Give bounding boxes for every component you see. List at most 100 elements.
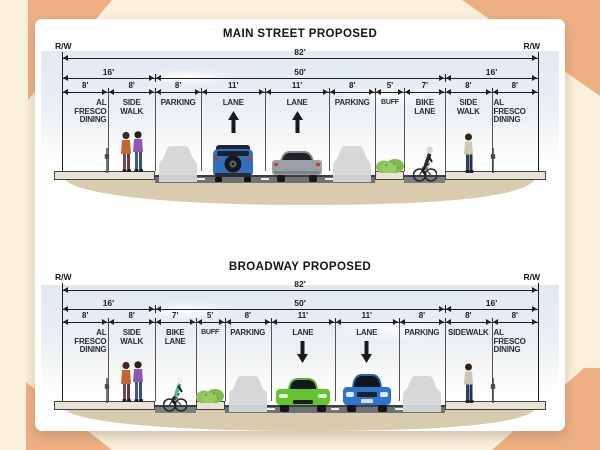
cyclist-icon xyxy=(412,144,437,182)
group-dimension-arrowhead xyxy=(63,306,68,312)
group-dimension-line xyxy=(154,309,446,310)
segment-dimension-arrowhead xyxy=(271,319,277,325)
lane-marking xyxy=(261,178,270,180)
segment-dimension-arrowhead xyxy=(63,89,68,95)
segment-dimension-label: 8' xyxy=(465,311,472,320)
segment-dimension-arrowhead xyxy=(148,319,154,325)
segment-dimension-arrowhead xyxy=(102,319,108,325)
earth-cross-section xyxy=(59,179,541,205)
total-dimension-arrowhead xyxy=(532,287,537,293)
segment-dimension-arrowhead xyxy=(155,319,161,325)
segment-dimension-label: 11' xyxy=(297,311,309,320)
group-dimension-arrowhead xyxy=(532,306,537,312)
group-dimension-arrowhead xyxy=(439,306,445,312)
segment-boundary-line xyxy=(334,323,336,401)
segment-dimension-arrowhead xyxy=(195,89,201,95)
segment-dimension-label: 8' xyxy=(174,81,182,90)
segment-dimension-arrowhead xyxy=(155,89,161,95)
segment-dimension-tick xyxy=(334,318,336,326)
buffer-shrub-icon xyxy=(195,388,225,403)
segment-boundary-line xyxy=(154,323,156,401)
segment-dimension-tick xyxy=(491,318,493,326)
group-dimension-tick xyxy=(154,305,156,313)
green-car-front-icon xyxy=(275,376,330,412)
segment-label: PARKING xyxy=(160,98,196,107)
group-dimension-label: 50' xyxy=(294,297,306,308)
total-dimension-arrowhead xyxy=(63,287,68,293)
segment-dimension-arrowhead xyxy=(439,89,445,95)
segment-dimension-arrowhead xyxy=(392,319,398,325)
segment-dimension-arrowhead xyxy=(492,89,498,95)
segment-dimension-line xyxy=(224,322,271,323)
segment-dimension-label: 5' xyxy=(386,81,394,90)
segment-boundary-line xyxy=(154,93,156,171)
diagram-title: MAIN STREET PROPOSED xyxy=(222,28,378,40)
right-of-way-line xyxy=(62,283,63,401)
segment-dimension-arrowhead xyxy=(102,89,108,95)
segment-dimension-tick xyxy=(270,318,272,326)
segment-dimension-arrowhead xyxy=(218,319,224,325)
group-dimension-arrowhead xyxy=(446,306,452,312)
parking-meter-icon xyxy=(490,378,496,403)
segment-dimension-arrowhead xyxy=(532,319,537,325)
lane-direction-arrow-icon xyxy=(291,111,303,133)
group-dimension-label: 16' xyxy=(485,297,498,308)
right-of-way-label-left: R/W xyxy=(55,41,72,51)
group-dimension-arrowhead xyxy=(155,75,161,81)
segment-dimension-line xyxy=(329,92,376,93)
segment-dimension-tick xyxy=(108,88,110,96)
segment-dimension-line xyxy=(195,322,225,323)
segment-label: LANE xyxy=(222,98,244,107)
segment-label: SIDEWALK xyxy=(448,328,489,337)
total-dimension-arrowhead xyxy=(63,55,68,61)
segment-dimension-arrowhead xyxy=(259,89,265,95)
group-dimension-tick xyxy=(154,74,156,82)
segment-dimension-tick xyxy=(224,318,226,326)
group-dimension-arrowhead xyxy=(63,75,68,81)
segment-dimension-label: 8' xyxy=(128,311,135,320)
broadway-diagram: BROADWAY PROPOSED 82'16'50'16'8'8'7'5'8'… xyxy=(35,19,565,431)
segment-dimension-arrowhead xyxy=(148,89,154,95)
segment-label: PARKING xyxy=(230,328,266,337)
segment-dimension-label: 7' xyxy=(172,311,179,320)
total-dimension-line xyxy=(62,58,538,59)
right-of-way-label-right: R/W xyxy=(523,41,540,51)
segment-dimension-arrowhead xyxy=(399,319,405,325)
segment-dimension-arrowhead xyxy=(109,319,115,325)
pedestrians-couple-icon xyxy=(118,361,146,403)
segment-dimension-tick xyxy=(201,88,203,96)
segment-dimension-line xyxy=(62,92,109,93)
segment-label: PARKING xyxy=(404,328,440,337)
pedestrians-couple-icon xyxy=(118,131,146,173)
sidewalk-slab xyxy=(54,171,155,180)
segment-dimension-label: 11' xyxy=(291,81,303,90)
main-street-diagram: MAIN STREET PROPOSED 82'16'50'16'8'8'8'1… xyxy=(35,19,565,431)
segment-dimension-label: 8' xyxy=(465,81,472,90)
sidewalk-slab xyxy=(445,171,546,180)
segment-dimension-label: 11' xyxy=(361,311,372,320)
group-dimension-label: 50' xyxy=(294,66,306,77)
total-dimension-label: 82' xyxy=(294,278,306,289)
segment-dimension-arrowhead xyxy=(202,89,208,95)
total-dimension-label: 82' xyxy=(294,46,306,57)
segment-dimension-arrowhead xyxy=(532,89,537,95)
sidewalk-slab xyxy=(54,401,155,410)
segment-label: LANE xyxy=(286,98,308,107)
segment-dimension-line xyxy=(265,92,329,93)
segment-dimension-label: 8' xyxy=(418,311,426,320)
parking-meter-icon xyxy=(104,148,110,173)
right-of-way-line xyxy=(538,283,539,401)
group-dimension-tick xyxy=(445,74,447,82)
segment-dimension-line xyxy=(154,322,196,323)
segment-dimension-tick xyxy=(445,318,447,326)
segment-dimension-arrowhead xyxy=(109,89,115,95)
segment-dimension-line xyxy=(334,322,399,323)
segment-dimension-line xyxy=(445,322,492,323)
